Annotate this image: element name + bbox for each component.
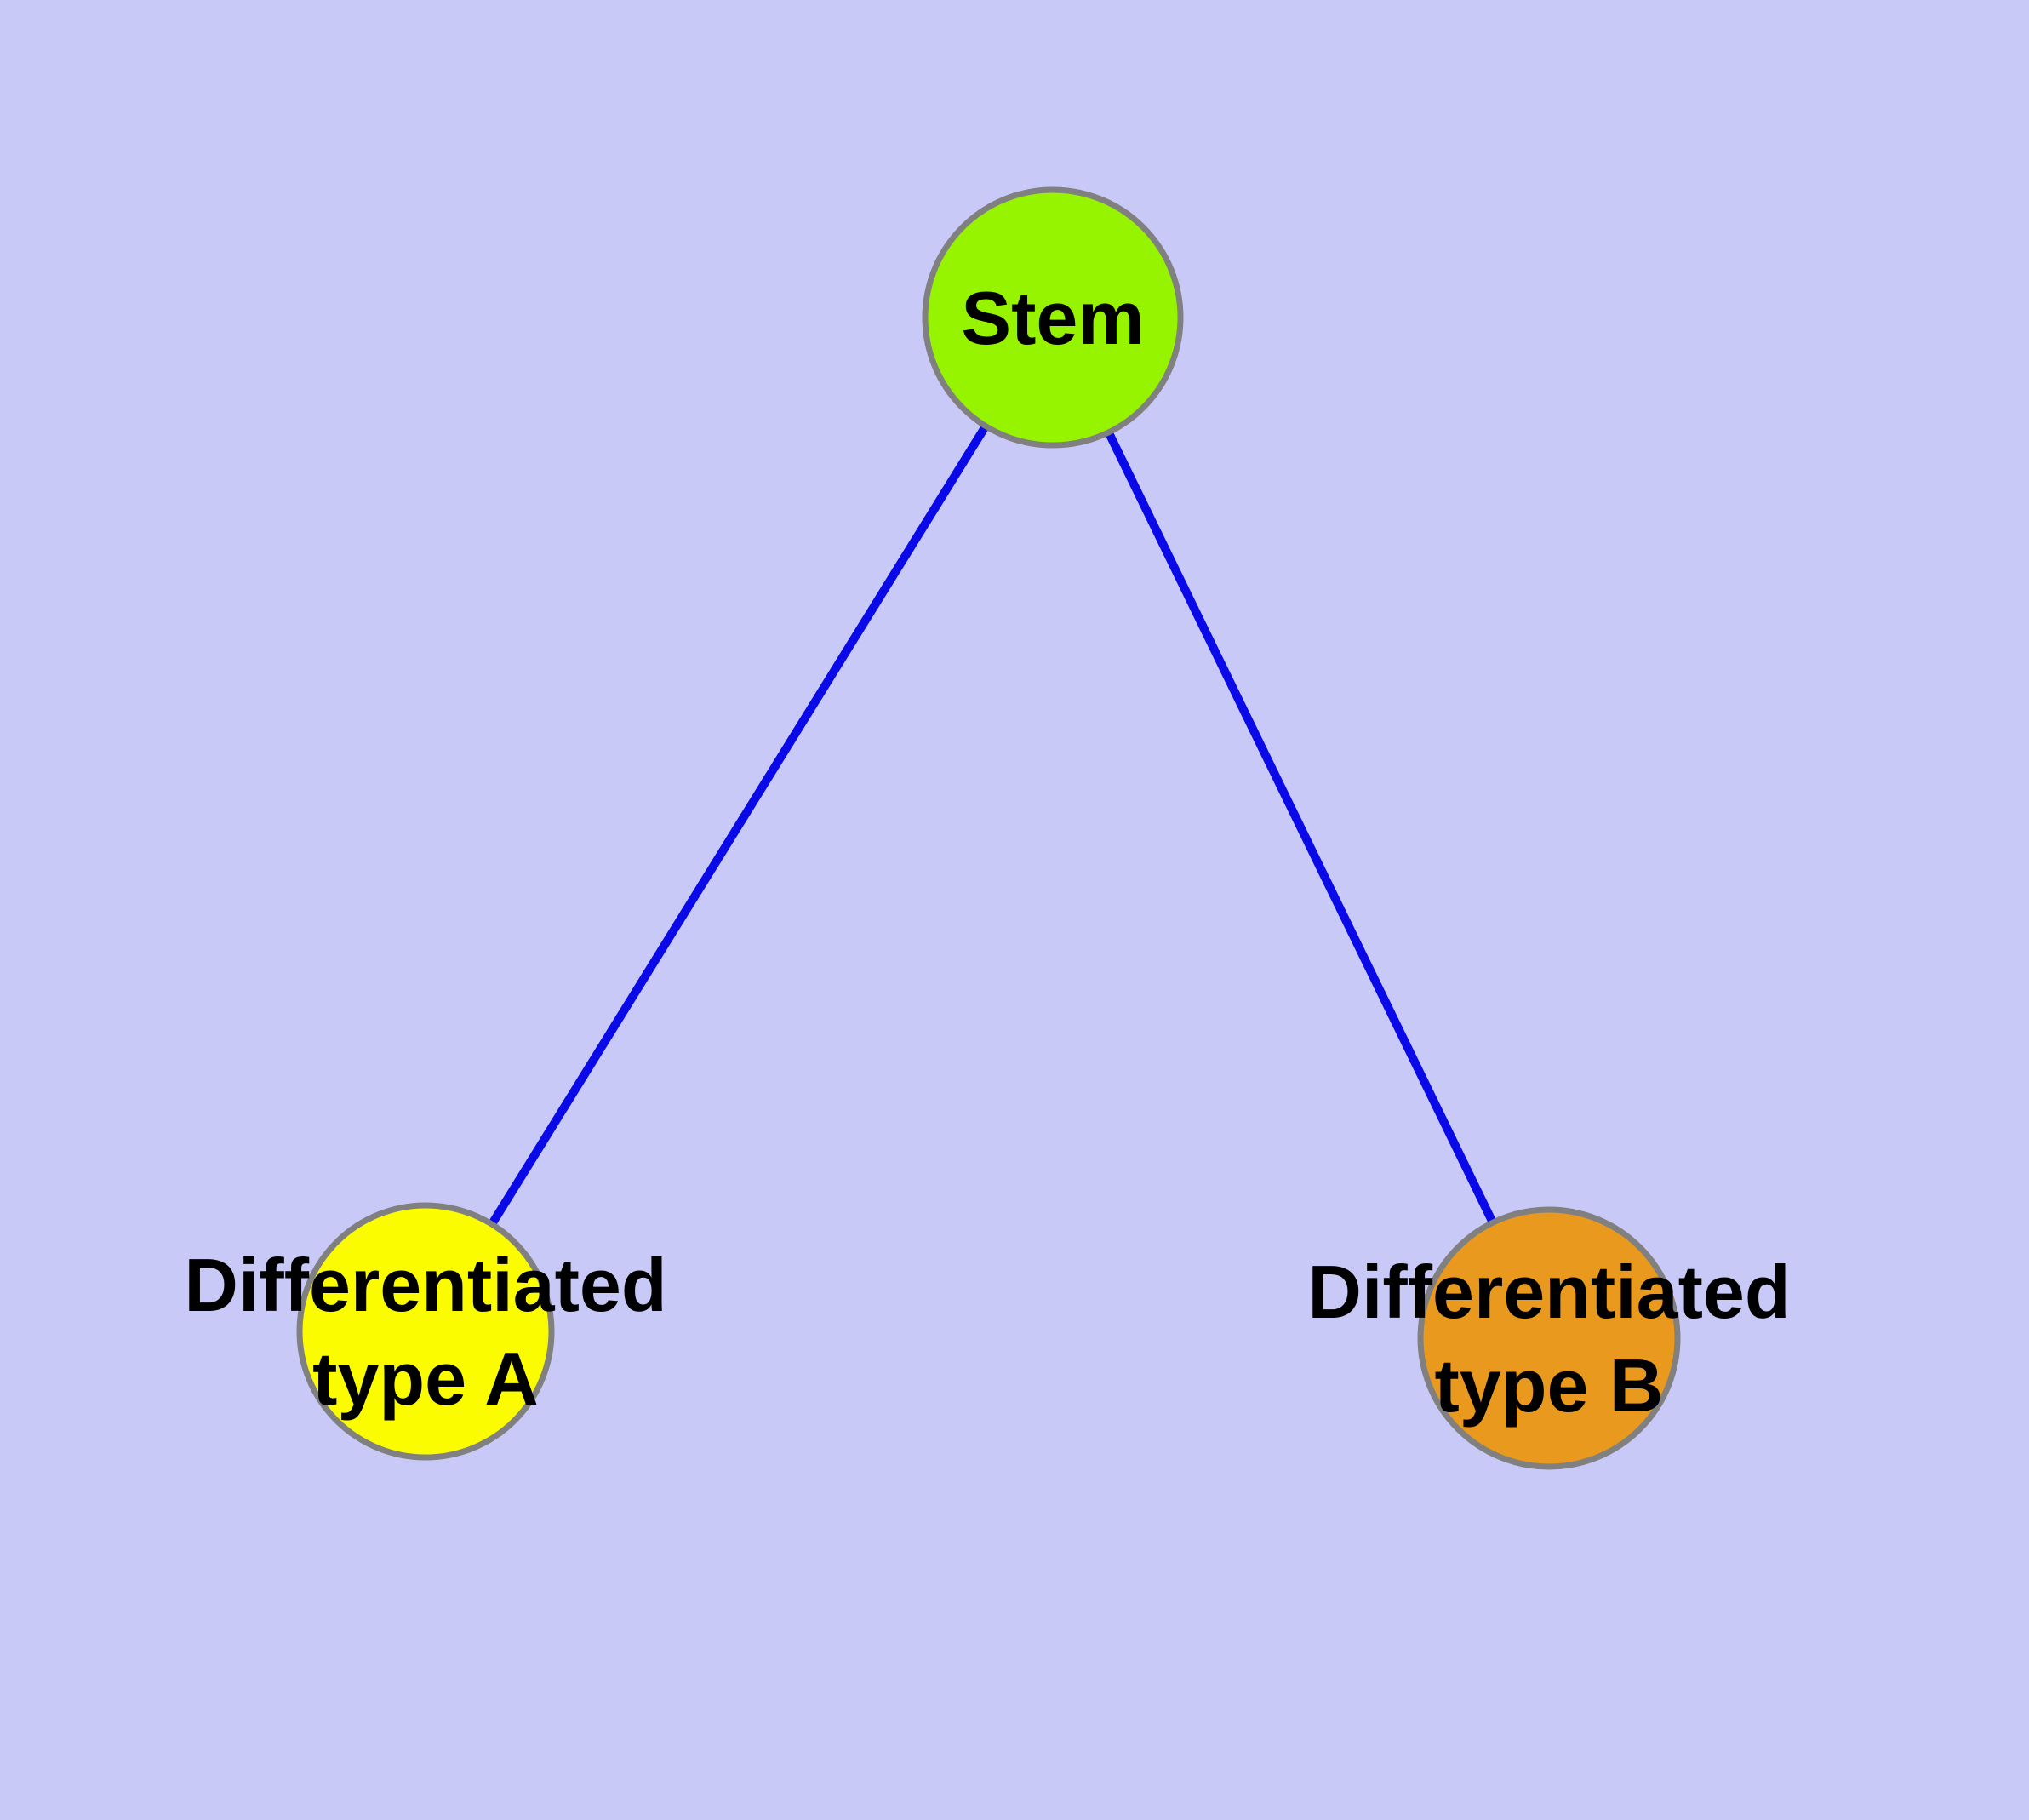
node-diff-b: Differentiated type B xyxy=(1307,1206,1791,1470)
node-diff-a-circle xyxy=(296,1202,555,1461)
node-diff-a-label: Differentiated type A xyxy=(184,1243,666,1421)
node-diff-b-label-line-2: type B xyxy=(1435,1343,1664,1428)
node-diff-b-label-line-1: Differentiated xyxy=(1307,1250,1790,1334)
node-stem: Stem xyxy=(922,186,1184,449)
node-diff-a-label-line-2: type A xyxy=(312,1336,539,1421)
node-diff-b-circle xyxy=(1417,1206,1681,1470)
node-stem-circle xyxy=(922,186,1184,449)
node-diff-b-label: Differentiated type B xyxy=(1307,1250,1790,1428)
node-stem-label: Stem xyxy=(961,276,1144,360)
node-diff-a: Differentiated type A xyxy=(184,1202,667,1461)
node-diff-a-label-line-1: Differentiated xyxy=(184,1243,666,1327)
edge-stem-diff-b xyxy=(1049,315,1553,1341)
edge-stem-diff-a xyxy=(421,315,1057,1334)
node-stem-label-line-1: Stem xyxy=(961,276,1144,360)
